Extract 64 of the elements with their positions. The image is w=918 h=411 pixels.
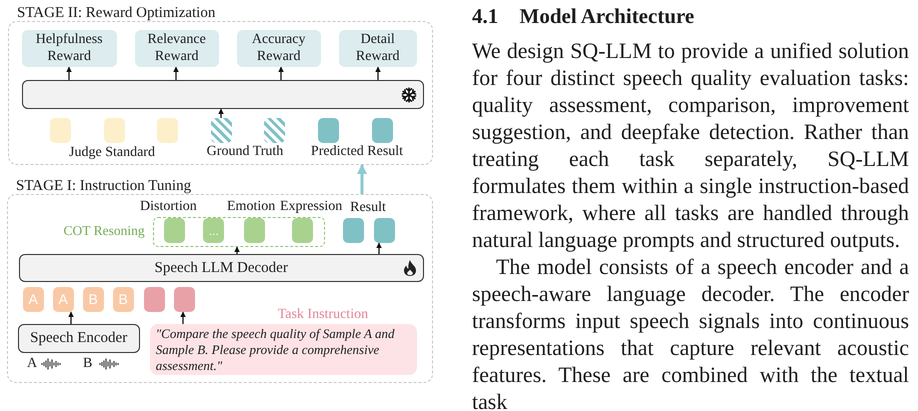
token-tile [174,286,195,312]
arrow [376,242,382,254]
tile-caption: Emotion [227,199,276,215]
reward-box [236,30,321,67]
token-tile [52,286,74,312]
token-tile [374,218,395,243]
token-label: A [28,291,38,308]
striped-token-tile [210,118,232,143]
sample-label: A [27,356,38,372]
reward-label: Relevance Reward [146,31,207,66]
token-tile [203,218,224,244]
tile-caption: Distortion [140,199,197,215]
token-label: B [118,291,128,308]
token-tile [164,218,186,244]
arrow [66,66,72,80]
stage-title: STAGE II: Reward Optimization [17,4,216,22]
arrow [278,66,284,80]
reward-box [22,30,117,67]
token-tile [372,118,393,143]
arrow [180,311,186,324]
arrow [357,164,367,194]
reward-label: Detail Reward [354,31,400,66]
striped-token-tile [264,118,285,143]
sample-label: B [83,356,92,372]
token-tile [104,118,125,143]
token-tile [244,218,266,244]
encoder-box [18,324,140,353]
arrow [173,66,179,80]
token-tile [144,286,165,312]
body-paragraph: The model consists of a speech encoder and a speech-aware language decoder. The encoder transforms input speech signals into continuous representations that capture relevant acoustic features. These are combined with the textual task [472,253,909,411]
group-caption: Result [350,200,386,216]
token-tile [318,118,339,143]
model-bar [22,80,424,109]
instruction-text: "Compare the speech quality of Sample A and Sample B. Please provide a comprehensive assessment." [156,326,396,374]
token-tile [112,286,134,312]
arrow [68,311,74,324]
arrow [375,66,381,80]
token-tile [50,118,71,143]
reward-box [338,30,417,67]
reward-label: Accuracy Reward [250,31,306,66]
group-caption: Predicted Result [310,144,404,160]
token-label: A [58,291,68,308]
reasoning-label: COT Resoning [64,222,145,239]
decoder-label: Speech LLM Decoder [154,258,288,277]
token-tile [22,286,44,312]
arrow [218,108,224,118]
stage-title: STAGE I: Instruction Tuning [16,177,192,195]
body-paragraph: We design SQ-LLM to provide a unified solution for four distinct speech quality evaluation tasks: quality assessment, comparison, improvement suggestion, and deepfake detection. Rather than treating each task separately, SQ-LLM formulates them within a single instruction-based framework, where all tasks are handled through natural language prompts and structured outputs. [472,37,909,253]
decoder-bar [18,254,424,282]
token-tile [156,118,178,143]
token-tile [342,218,364,243]
encoder-label: Speech Encoder [30,329,128,348]
token-label: ... [208,224,219,238]
reward-box [134,30,219,67]
reward-label: Helpfulness Reward [34,31,104,66]
instruction-heading: Task Instruction [278,306,368,323]
section-heading: 4.1 Model Architecture [472,4,696,28]
group-caption: Ground Truth [206,144,284,160]
group-caption: Judge Standard [69,145,155,161]
arrow [234,246,240,254]
token-label: B [88,291,98,308]
token-tile [292,218,314,244]
tile-caption: Expression [280,199,342,215]
token-tile [82,286,104,312]
